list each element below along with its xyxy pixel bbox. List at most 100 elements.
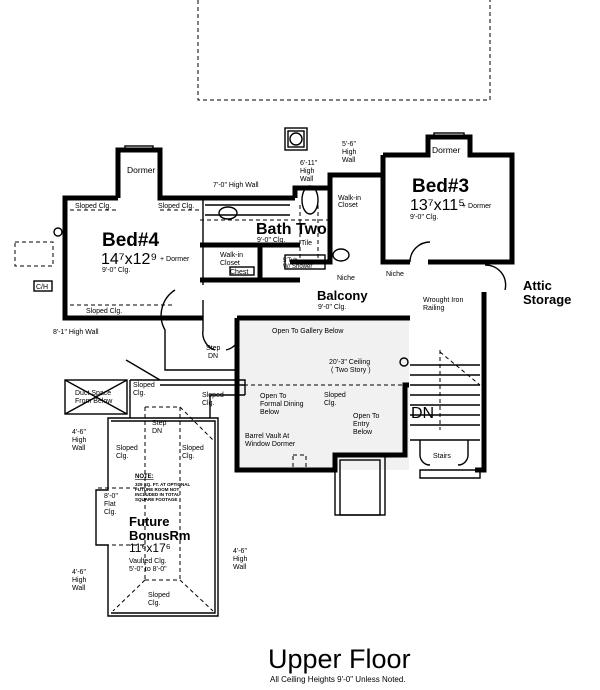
wall-height-label: High (342, 149, 357, 156)
sloped-label: Sloped (202, 392, 224, 399)
wall-height-label: Wall (233, 564, 247, 571)
closet-label: Closet (338, 202, 358, 209)
flat-clg-label: Flat (104, 501, 116, 508)
clg-label: Clg. (148, 600, 161, 607)
bed3-name: Bed#3 (412, 176, 469, 197)
wall-height-label: 6'-11" (300, 160, 318, 167)
wall-height-label: Wall (342, 157, 356, 164)
dormer-label-bed3: Dormer (432, 145, 461, 155)
wall-height-label: High (72, 577, 87, 584)
bed4-name: Bed#4 (102, 230, 159, 251)
bed3-walls (380, 132, 515, 291)
bonus-room-name: BonusRm (129, 528, 190, 543)
bath-two-ceiling: 9'-0" Clg. (257, 237, 285, 244)
balcony-ceiling: 9'-0" Clg. (318, 304, 346, 311)
clg-label: Clg. (202, 400, 215, 407)
ceiling-height-label: 20'-3" Ceiling (329, 359, 370, 366)
bonus-room-ceiling: Vaulted Clg. (129, 558, 167, 565)
open-entry-label: Entry (353, 421, 370, 428)
clg-label: Clg. (182, 453, 195, 460)
flat-clg-label: Clg. (104, 509, 117, 516)
closet-label: Closet (220, 260, 240, 267)
open-dining-label: Formal Dining (260, 401, 304, 408)
open-gallery-area (234, 315, 410, 516)
niche-label: Niche (337, 275, 355, 282)
sloped-clg-label: Sloped Clg. (75, 203, 111, 210)
ceiling-height-label: ( Two Story ) (331, 367, 371, 374)
tile-label: Tile (301, 240, 312, 247)
attic-label: Attic (523, 278, 552, 293)
stairs-drawing (399, 350, 481, 479)
bed3-dimensions: 13⁷x11⁵ (410, 197, 465, 214)
clg-label: Clg. (116, 453, 129, 460)
wall-height-label: High (233, 556, 248, 563)
outdoor-unit-outline (14, 241, 54, 267)
bonus-room-ceiling: 5'-0" to 8'-0" (129, 566, 167, 573)
roof-outline (197, 0, 491, 101)
wall-height-label: 4'-6" (233, 548, 247, 555)
plan-title: Upper Floor (268, 644, 411, 674)
plan-subtitle: All Ceiling Heights 9'-0" Unless Noted. (270, 675, 406, 684)
barrel-vault-label: Window Dormer (245, 441, 296, 448)
tub-label: W/ Shower (283, 264, 312, 270)
sloped-label: Sloped (116, 445, 138, 452)
sloped-clg-label: Sloped Clg. (158, 203, 194, 210)
duct-space (64, 379, 128, 415)
wall-height-label: 4'-6" (72, 569, 86, 576)
note-line: 329 SQ. FT. AT OPTIONAL (135, 482, 191, 487)
flat-clg-label: 8'-0" (104, 493, 118, 500)
chest-label: Chest (230, 269, 248, 276)
note-title: NOTE: (135, 474, 154, 480)
open-gallery-label: Open To Gallery Below (272, 328, 344, 335)
railing-label: Wrought Iron (423, 297, 463, 304)
bonus-room-walls (95, 359, 246, 617)
step-dn-label: Step (206, 345, 221, 352)
wall-height-label: 5'-6" (342, 141, 356, 148)
ch-box (33, 280, 53, 292)
bed3-dormer-note: + Dormer (462, 203, 492, 210)
sloped-label: Sloped (182, 445, 204, 452)
step-dn-label: Step (152, 420, 167, 427)
sloped-label: Sloped (324, 392, 346, 399)
open-entry-label: Open To (353, 413, 379, 420)
duct-space-label: Duct Space (75, 390, 111, 397)
sloped-label: Sloped (148, 592, 170, 599)
wall-height-label: Wall (300, 176, 314, 183)
wall-height-label: High (72, 437, 87, 444)
sloped-clg-label: Sloped Clg. (86, 308, 122, 315)
stairs-label: Stairs (433, 453, 451, 460)
niche-label: Niche (386, 271, 404, 278)
closet-label: Walk-in (220, 252, 243, 259)
wall-height-label: High (300, 168, 315, 175)
stairs-dn-label: DN (411, 405, 434, 422)
bonus-room-name: Future (129, 514, 169, 529)
note-line: INCLUDED IN TOTAL (135, 492, 180, 497)
bed4-dormer-note: + Dormer (160, 256, 190, 263)
note-line: FUTURE ROOM NOT (135, 487, 179, 492)
barrel-vault-label: Barrel Vault At (245, 433, 289, 440)
bath-walls (200, 172, 383, 283)
bed3-ceiling: 9'-0" Clg. (410, 214, 438, 221)
closet-label: Walk-in (338, 195, 361, 202)
bed4-walls (62, 145, 295, 321)
open-dining-label: Below (260, 409, 280, 416)
balcony-name: Balcony (317, 288, 368, 303)
note-line: SQUARE FOOTAGE (135, 497, 177, 502)
dormer-label-bed4: Dormer (127, 165, 156, 175)
tub-label: 5'Tub (283, 258, 298, 264)
sloped-label: Sloped (133, 382, 155, 389)
wall-height-label: 4'-6" (72, 429, 86, 436)
bath-two-name: Bath Two (256, 221, 327, 238)
ch-label: C/H (36, 284, 48, 291)
clg-label: Clg. (324, 400, 337, 407)
step-dn-label: DN (208, 353, 218, 360)
skylight-icon (284, 127, 308, 151)
railing-label: Railing (423, 305, 445, 312)
wall-height-label: Wall (72, 585, 86, 592)
step-dn-label: DN (152, 428, 162, 435)
bed4-dimensions: 14⁷x12⁹ (101, 251, 157, 268)
wall-height-label: 7'-0" High Wall (213, 182, 259, 189)
bonus-room-dimensions: 11⁶x17⁶ (129, 541, 171, 555)
bed4-ceiling: 9'-0" Clg. (102, 267, 130, 274)
